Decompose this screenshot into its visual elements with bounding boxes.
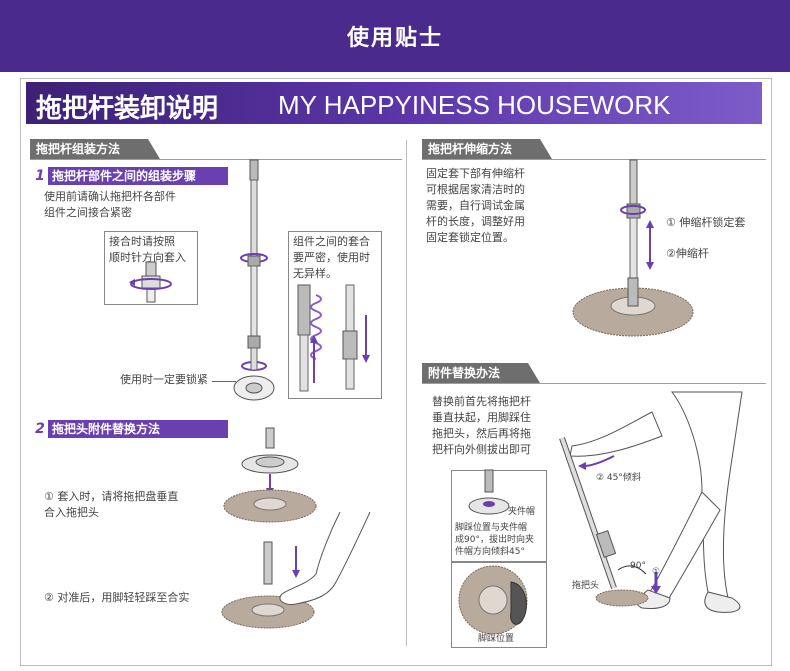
banner-title: 使用贴士: [346, 26, 443, 51]
telescopic-desc: 固定套下部有伸缩杆 可根据居家清洁时的 需要，自行调试金属 杆的长度，调整好用 …: [426, 166, 556, 246]
tight-fit-illustration: [297, 284, 370, 392]
replacement-desc-line: 把杆向外侧拔出即可: [432, 443, 531, 456]
tab-telescopic-rule: [422, 159, 766, 160]
mop-pole-illustration: [233, 159, 275, 401]
tab-assembly-rule: [30, 159, 402, 160]
step1-label: 拖把杆部件之间的组装步骤: [52, 169, 197, 183]
title-cn: 拖把杆装卸说明: [36, 94, 219, 124]
telescopic-desc-line: 可根据居家清洁时的: [426, 183, 525, 196]
step1-desc-line: 使用前请确认拖把杆各部件: [44, 190, 176, 203]
replacement-desc-line: 替换前首先将拖把杆: [432, 395, 531, 408]
inset-note-line: 件帽方向倾斜45°: [455, 547, 525, 557]
tab-telescopic: 拖把杆伸缩方法: [422, 139, 552, 159]
tab-assembly: 拖把杆组装方法: [30, 139, 160, 159]
inset-note-line: 脚踩位置与夹件帽: [455, 523, 528, 533]
replacement-desc-line: 拖把头，然后再将拖: [432, 427, 531, 440]
callout-left-line: 接合时请按照: [109, 235, 175, 248]
telescopic-label-lock: ① 伸缩杆锁定套: [666, 216, 746, 229]
callout-right-line: 无异样。: [293, 267, 337, 280]
title-bar: 拖把杆装卸说明 MY HAPPYINESS HOUSEWORK: [26, 82, 762, 124]
callout-right-line: 要严密，使用时: [293, 251, 370, 264]
top-banner: 使用贴士: [0, 0, 790, 72]
callout-left-line: 顺时针方向套入: [109, 251, 186, 264]
step2-note1: ① 套入时，请将拖把盘垂直 合入拖把头: [44, 489, 224, 521]
inset-note-line: 成90°，拔出时向夹: [455, 535, 534, 545]
foot-press-illustration: [221, 511, 371, 629]
circle-one-label: ①: [652, 567, 661, 577]
clamp-label: 夹件帽: [508, 507, 536, 517]
telescopic-desc-line: 固定套下部有伸缩杆: [426, 167, 525, 180]
replacement-desc: 替换前首先将拖把杆 垂直扶起，用脚踩住 拖把头，然后再将拖 把杆向外侧拔出即可: [432, 394, 552, 458]
step2-note2: ② 对准后，用脚轻轻踩至合实: [44, 591, 190, 604]
replacement-desc-line: 垂直扶起，用脚踩住: [432, 411, 531, 424]
inset-note: 脚踩位置与夹件帽 成90°，拔出时向夹 件帽方向倾斜45°: [455, 522, 545, 558]
degree-label: 90°: [630, 561, 646, 571]
step1-bar: 1 拖把杆部件之间的组装步骤: [32, 167, 228, 185]
step2-number: 2: [32, 420, 48, 438]
step1-desc-line: 组件之间接合紧密: [44, 206, 132, 219]
head-label: 拖把头: [572, 581, 600, 591]
callout-join-illustration: [129, 261, 172, 303]
tab-replacement-rule: [422, 383, 766, 384]
telescopic-desc-line: 杆的长度，调整好用: [426, 215, 525, 228]
callout-right-line: 组件之间的套合: [293, 235, 370, 248]
step1-number: 1: [32, 167, 48, 185]
foot-position-label: 脚踩位置: [478, 634, 515, 644]
telescopic-illustration: [572, 159, 694, 337]
tab-replacement: 附件替换办法: [422, 363, 540, 383]
person-removing-mop-illustration: [559, 391, 743, 613]
inset-clamp-detail: [451, 470, 547, 562]
title-en: MY HAPPYINESS HOUSEWORK: [278, 90, 671, 120]
page-frame: [20, 78, 772, 666]
step1-desc: 使用前请确认拖把杆各部件 组件之间接合紧密: [44, 189, 224, 221]
column-divider: [406, 140, 407, 646]
angle-label: ② 45°倾斜: [596, 473, 641, 483]
foot-position-illustration: [458, 565, 528, 635]
telescopic-desc-line: 需要，自行调试金属: [426, 199, 525, 212]
clamp-detail-illustration: [468, 469, 510, 515]
step2-note1-line: 合入拖把头: [44, 506, 99, 519]
telescopic-label-pole: ②伸缩杆: [666, 247, 709, 260]
telescopic-desc-line: 固定套锁定位置。: [426, 231, 514, 244]
step2-bar: 2 拖把头附件替换方法: [32, 420, 228, 438]
step2-label: 拖把头附件替换方法: [52, 422, 161, 436]
mop-head-attach-illustration: [223, 427, 317, 523]
lock-note: 使用时一定要锁紧: [120, 373, 208, 386]
step2-note1-line: ① 套入时，请将拖把盘垂直: [44, 490, 179, 503]
lock-note-leader: [212, 381, 236, 382]
